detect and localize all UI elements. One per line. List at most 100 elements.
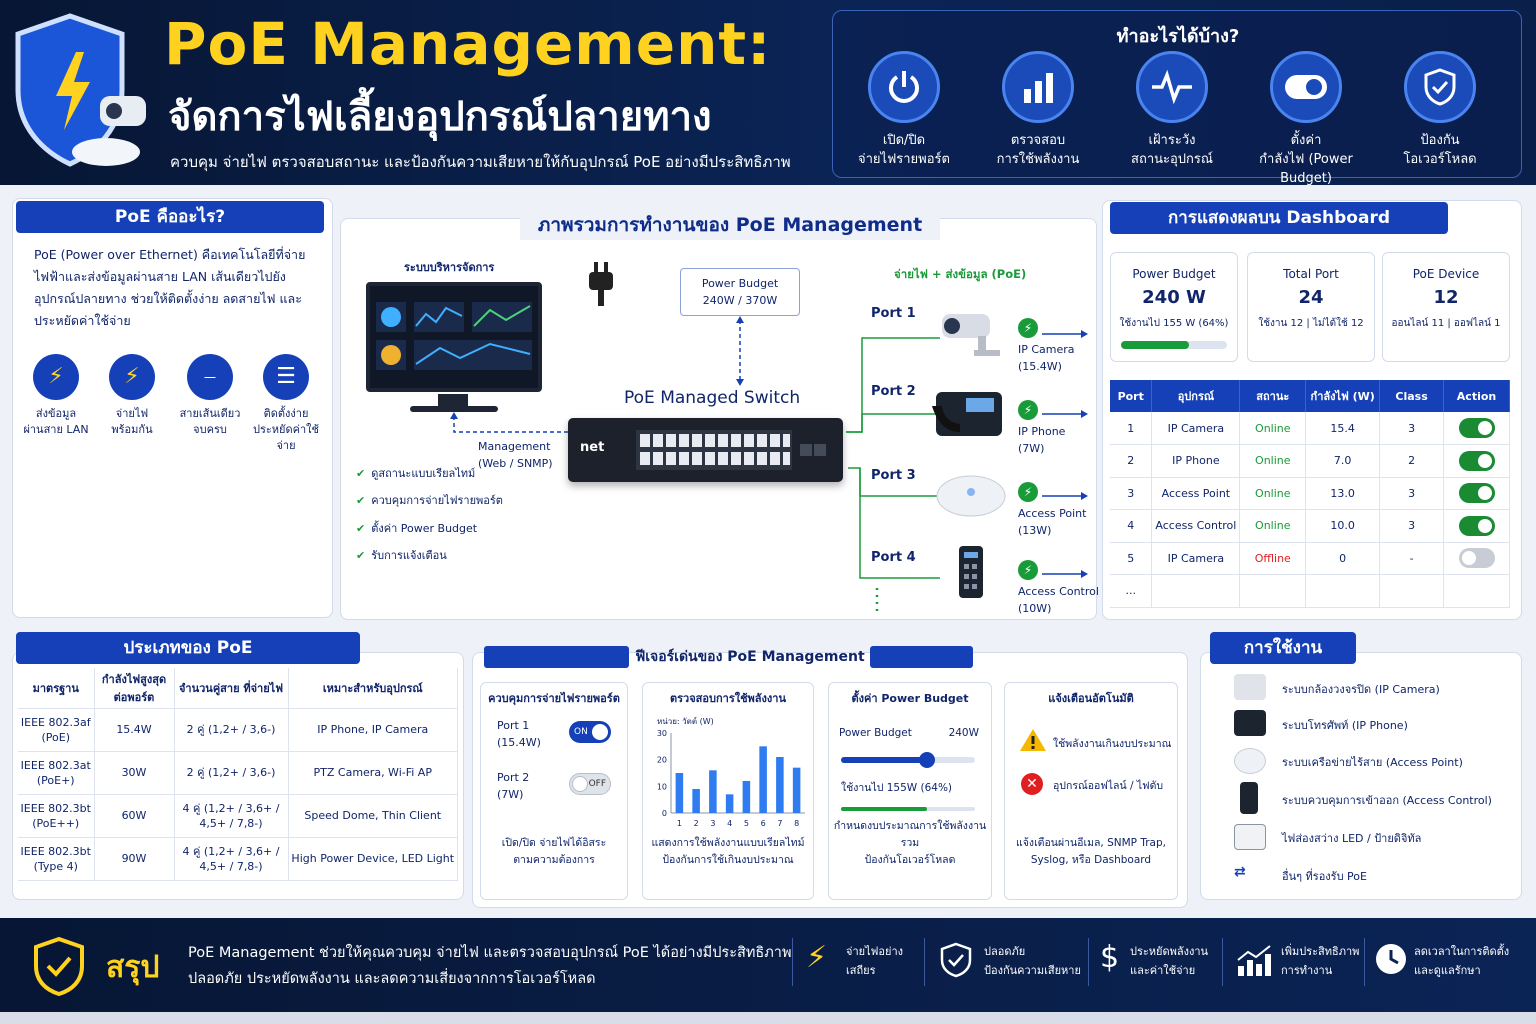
cell-standard: IEEE 802.3af(PoE) (18, 708, 95, 752)
column-header: กำลังไฟสูงสุด ต่อพอร์ต (94, 668, 175, 709)
chart-x-tick-label: 2 (694, 819, 699, 828)
device-watt: (10W) (1018, 602, 1052, 615)
feature-label: ประหยัดค่าใช้จ่าย (252, 423, 319, 452)
capability-watch: เฝ้าระวังสถานะอุปกรณ์ (1105, 51, 1239, 169)
chart-bar (792, 767, 801, 813)
device-name: IP Camera (1018, 343, 1075, 356)
error-icon: ✕ (1021, 773, 1043, 795)
footer-item-label: ประหยัดพลังงาน (1130, 945, 1209, 958)
alert-over-budget: ใช้พลังงานเกินงบประมาณ (1053, 738, 1172, 750)
switch-brand: net (580, 440, 605, 455)
cell-port: 1 (1110, 412, 1153, 445)
port-toggle[interactable] (1458, 450, 1495, 471)
feature-label: ผ่านสาย LAN (23, 423, 89, 436)
network-icon: ⇄ (1234, 864, 1246, 880)
capability-monitor: ตรวจสอบการใช้พลังงาน (971, 51, 1105, 169)
footer-item: ปลอดภัยป้องกันความเสียหาย (984, 942, 1081, 980)
poe-feature-cable: ⎯ สายเส้นเดียว จบครบ (170, 354, 250, 438)
shield-check-icon (34, 936, 84, 996)
footer-item: ประหยัดพลังงานและค่าใช้จ่าย (1130, 942, 1208, 980)
standard-code: IEEE 802.3af (20, 715, 91, 729)
desc-line: ป้องกันการใช้เกินงบประมาณ (662, 854, 794, 866)
control-toggle-on[interactable]: ON (569, 721, 611, 743)
check-label: ดูสถานะแบบเรียลไทม์ (371, 467, 476, 480)
chart-x-tick-label: 4 (727, 819, 732, 828)
chart-x-tick-label: 5 (744, 819, 749, 828)
usage-item: ระบบเครือข่ายไร้สาย (Access Point) (1282, 756, 1463, 769)
bolt-icon: ⚡ (1018, 560, 1038, 580)
feature-card-title: ตรวจสอบการใช้พลังงาน (670, 692, 786, 705)
cell-standard: IEEE 802.3bt(Type 4) (18, 837, 95, 881)
feature-card-budget: ตั้งค่า Power Budget Power Budget 240W ใ… (828, 682, 992, 900)
capability-label: สถานะอุปกรณ์ (1131, 152, 1213, 167)
management-link-arrow (450, 412, 568, 433)
chart-bar (709, 770, 717, 813)
cell-device: Access Point (1151, 477, 1241, 510)
access-control-icon (959, 546, 983, 598)
page-title: PoE Management: (164, 10, 772, 78)
features-title-bar-right (870, 646, 973, 668)
switch-ports-graphic (636, 430, 826, 470)
desc-line: แสดงการใช้พลังงานแบบเรียลไทม์ (651, 837, 805, 849)
budget-slider-knob[interactable] (918, 752, 935, 768)
overview-check-item: ✔ควบคุมการจ่ายไฟรายพอร์ต (356, 491, 503, 509)
budget-slider-track[interactable] (841, 752, 975, 768)
management-title: Management (478, 440, 551, 453)
card-title: Power Budget (1132, 267, 1216, 281)
port-toggle[interactable] (1458, 418, 1495, 438)
standard-name: (Type 4) (33, 859, 78, 873)
check-label: รับการแจ้งเตือน (371, 549, 447, 562)
footer-item: เพิ่มประสิทธิภาพการทำงาน (1281, 942, 1359, 980)
shield-check-icon (940, 942, 972, 978)
port-toggle[interactable] (1458, 548, 1495, 569)
bolt-icon: ⚡ (806, 940, 828, 975)
cell-port: 4 (1110, 509, 1153, 543)
capabilities-title: ทำอะไรได้บ้าง? (1116, 26, 1240, 47)
camera-icon (1234, 674, 1266, 700)
warning-icon (1020, 729, 1046, 751)
feature-label: ติดตั้งง่าย (263, 407, 309, 420)
standard-code: IEEE 802.3at (20, 758, 91, 772)
desc-line: ป้องกันโอเวอร์โหลด (864, 854, 956, 866)
cell-action (1443, 509, 1510, 543)
cell-port: 2 (1110, 444, 1153, 478)
control-port-watt: (15.4W) (497, 736, 541, 749)
port-toggle[interactable] (1458, 483, 1495, 504)
column-header: Port (1110, 380, 1153, 412)
device-name: IP Phone (1018, 425, 1066, 438)
control-port-label: Port 2 (497, 771, 530, 784)
cell-status: Online (1239, 509, 1307, 543)
feature-card-desc: แจ้งเตือนผ่านอีเมล, SNMP Trap,Syslog, หร… (1005, 835, 1177, 869)
cable-icon: ⎯ (187, 354, 233, 400)
poe-feature-power: ⚡ จ่ายไฟ พร้อมกัน (92, 354, 172, 438)
footer-title: สรุป (106, 950, 160, 985)
chart-x-tick-label: 8 (794, 819, 799, 828)
cell-status: Online (1239, 477, 1307, 510)
cell-power: 90W (94, 837, 175, 881)
usage-title: การใช้งาน (1210, 632, 1356, 664)
cell-class: - (1379, 542, 1445, 575)
device-label-3: Access Point(13W) (1018, 505, 1086, 539)
access-point-icon (936, 475, 1006, 517)
shield-bolt-icon (15, 13, 146, 167)
control-toggle-off[interactable]: OFF (569, 773, 611, 795)
management-protocol: (Web / SNMP) (478, 457, 553, 470)
divider (1364, 938, 1365, 986)
card-poe-device: PoE Device 12 ออนไลน์ 11 | ออฟไลน์ 1 (1382, 252, 1510, 362)
card-sub: ออนไลน์ 11 | ออฟไลน์ 1 (1391, 318, 1501, 329)
feature-label: ส่งข้อมูล (35, 407, 77, 420)
bar-chart-icon (1024, 73, 1053, 103)
coins-icon: ☰ (263, 354, 309, 400)
footer-item-label: เพิ่มประสิทธิภาพ (1281, 945, 1360, 958)
control-port1: Port 1(15.4W) (497, 717, 541, 751)
bolt-icon: ⚡ (1018, 318, 1038, 338)
port-label-1: Port 1 (871, 306, 916, 321)
port-status-table: Port อุปกรณ์ สถานะ กำลังไฟ (W) Class Act… (1110, 380, 1510, 608)
access-point-icon (1234, 748, 1266, 774)
overview-check-item: ✔ดูสถานะแบบเรียลไทม์ (356, 464, 475, 482)
divider (1088, 938, 1089, 986)
port-toggle[interactable] (1458, 515, 1495, 536)
